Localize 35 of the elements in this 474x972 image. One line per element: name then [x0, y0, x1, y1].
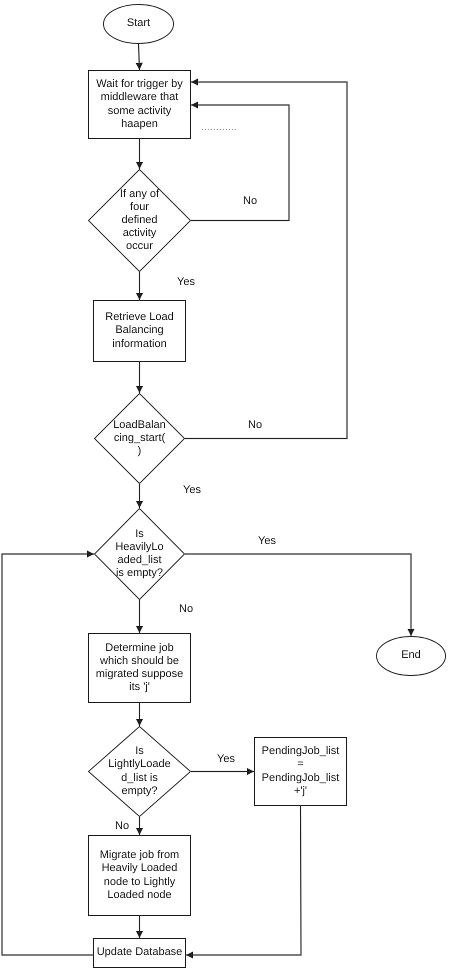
process-box: Retrieve Load Balancing information [93, 300, 186, 362]
decision-diamond: LoadBalancing_start() [94, 393, 185, 484]
terminal-ellipse: Start [103, 4, 174, 44]
arrow [136, 484, 144, 508]
arrow [191, 768, 254, 776]
arrow [136, 44, 143, 70]
edge-label: No [114, 820, 130, 832]
arrow [136, 703, 144, 726]
edge-label: Yes [257, 535, 277, 547]
edge-label: Yes [216, 753, 236, 765]
process-box: PendingJob_list = PendingJob_list +'j' [254, 737, 347, 806]
edge-label: No [247, 419, 264, 431]
arrow [1, 550, 94, 956]
edge-label: No [178, 603, 194, 615]
arrow [185, 78, 348, 440]
edge-label: No [242, 195, 258, 207]
arrow [136, 916, 144, 938]
edge-label: Yes [176, 276, 196, 288]
arrow [136, 139, 144, 169]
arrow [185, 553, 415, 636]
process-box: Migrate job from Heavily Loaded node to Lightly Loaded node [88, 835, 191, 916]
arrow [191, 101, 290, 222]
arrow [136, 272, 144, 300]
process-box: Update Database [93, 938, 186, 968]
process-box: Determine job which should be migrated suppose its 'j' [88, 633, 191, 703]
arrow [186, 806, 302, 959]
process-box: Wait for trigger by middleware that some activity haapen [88, 70, 191, 139]
decision-diamond: Is HeavilyLoaded_list is empty? [94, 508, 185, 600]
decision-diamond: Is LightlyLoaded_list is empty? [88, 726, 191, 817]
terminal-ellipse: End [376, 636, 446, 676]
decision-diamond: If any of four defined activity occur [88, 169, 191, 272]
edge-label: Yes [182, 484, 202, 496]
arrow [136, 817, 144, 835]
arrow [136, 362, 144, 393]
arrow [136, 600, 144, 633]
